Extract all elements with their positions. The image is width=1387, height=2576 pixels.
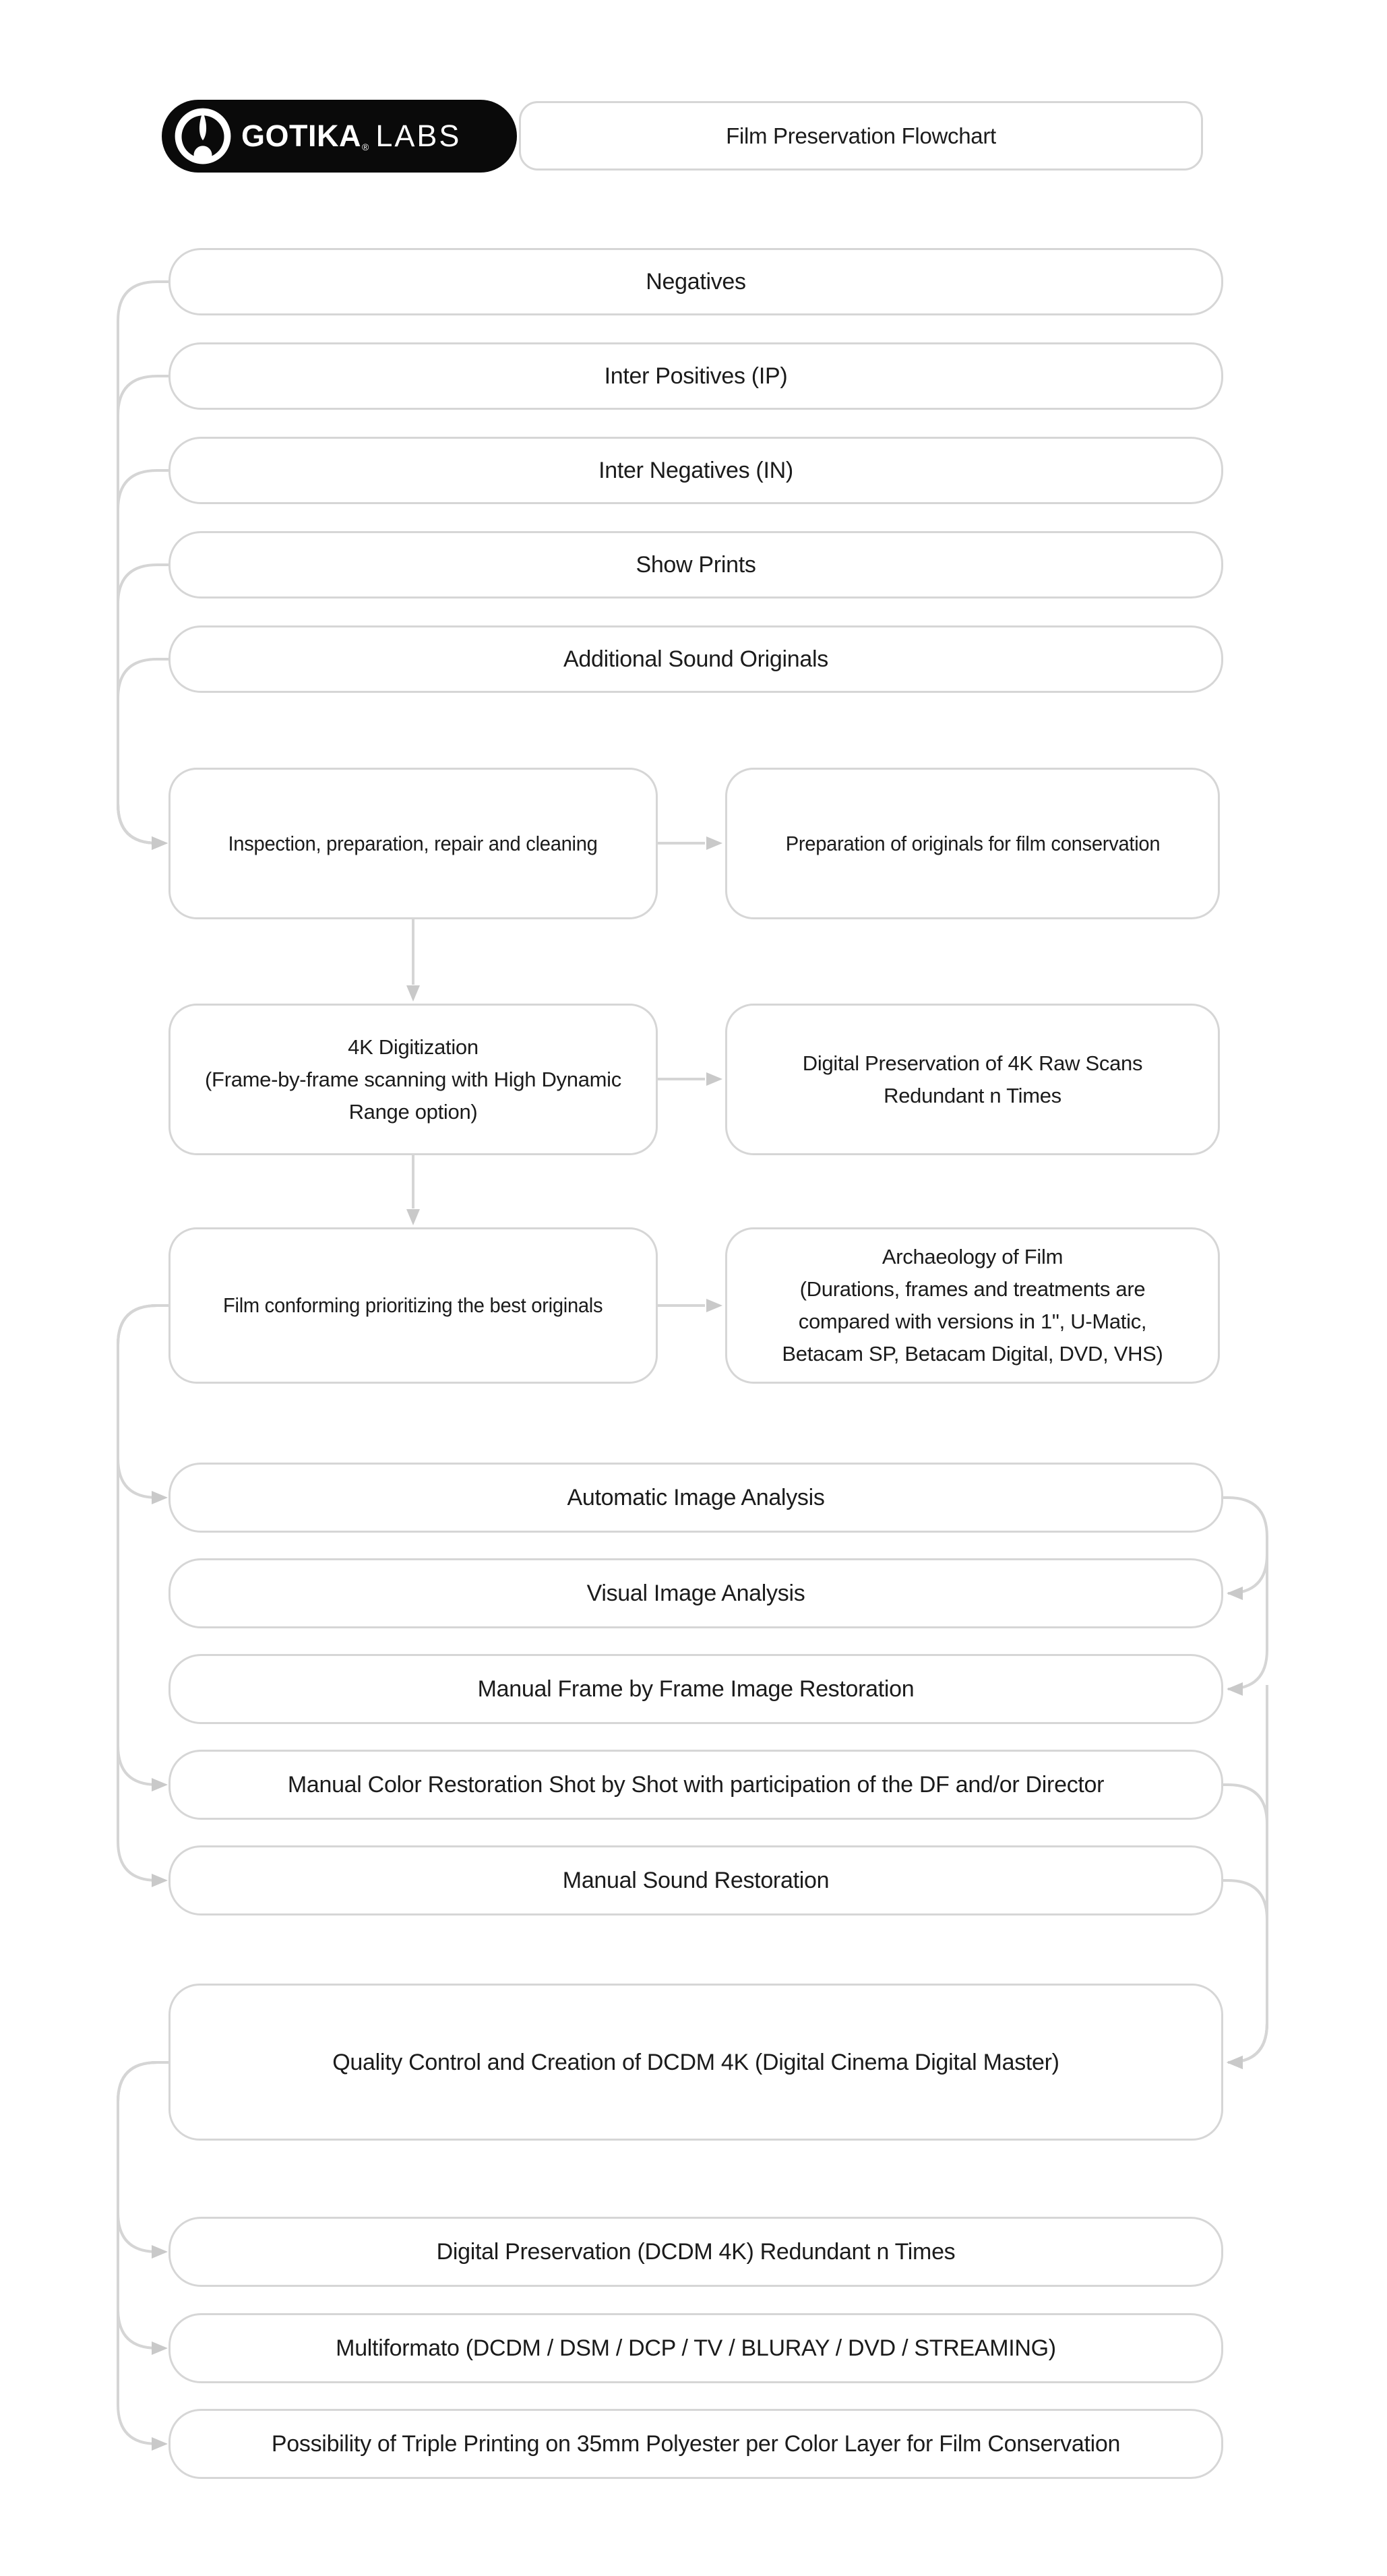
node-label: Visual Image Analysis — [586, 1581, 805, 1606]
node-4k-digitization: 4K Digitization (Frame-by-frame scanning… — [168, 1004, 658, 1155]
node-label: Negatives — [646, 269, 746, 295]
node-label: Archaeology of Film (Durations, frames a… — [782, 1245, 1163, 1366]
node-label: Inter Positives (IP) — [604, 363, 788, 389]
node-additional-sound-originals: Additional Sound Originals — [168, 625, 1223, 693]
node-label: Manual Sound Restoration — [562, 1868, 830, 1893]
node-archaeology-of-film: Archaeology of Film (Durations, frames a… — [725, 1227, 1220, 1384]
node-label: Show Prints — [636, 552, 756, 578]
gotika-labs-logo: GOTIKA ® LABS — [162, 100, 517, 173]
node-label: Quality Control and Creation of DCDM 4K … — [332, 2049, 1059, 2075]
node-digital-preservation-raw-scans: Digital Preservation of 4K Raw Scans Red… — [725, 1004, 1220, 1155]
node-multiformato: Multiformato (DCDM / DSM / DCP / TV / BL… — [168, 2313, 1223, 2383]
node-label: Manual Frame by Frame Image Restoration — [477, 1676, 915, 1702]
node-label: Digital Preservation of 4K Raw Scans Red… — [802, 1051, 1143, 1107]
node-label: Preparation of originals for film conser… — [785, 831, 1160, 855]
node-manual-color-restoration: Manual Color Restoration Shot by Shot wi… — [168, 1750, 1223, 1820]
node-label: Inspection, preparation, repair and clea… — [228, 831, 598, 855]
node-label: Automatic Image Analysis — [567, 1485, 825, 1510]
node-manual-frame-by-frame-restoration: Manual Frame by Frame Image Restoration — [168, 1654, 1223, 1724]
logo-brand-light: LABS — [375, 119, 462, 153]
node-inter-positives: Inter Positives (IP) — [168, 342, 1223, 410]
node-show-prints: Show Prints — [168, 531, 1223, 599]
gotika-owl-icon — [175, 108, 231, 164]
node-digital-preservation-dcdm: Digital Preservation (DCDM 4K) Redundant… — [168, 2217, 1223, 2287]
node-visual-image-analysis: Visual Image Analysis — [168, 1558, 1223, 1628]
node-inspection-preparation-repair-cleaning: Inspection, preparation, repair and clea… — [168, 768, 658, 919]
node-manual-sound-restoration: Manual Sound Restoration — [168, 1845, 1223, 1915]
logo-brand-bold: GOTIKA — [241, 119, 361, 153]
node-label: Additional Sound Originals — [563, 646, 828, 672]
registered-trademark-icon: ® — [362, 142, 369, 152]
page-title: Film Preservation Flowchart — [726, 123, 996, 148]
page-title-box: Film Preservation Flowchart — [519, 101, 1203, 171]
node-inter-negatives: Inter Negatives (IN) — [168, 437, 1223, 504]
node-label: Digital Preservation (DCDM 4K) Redundant… — [436, 2239, 956, 2265]
node-label: Inter Negatives (IN) — [598, 458, 793, 483]
node-label: 4K Digitization (Frame-by-frame scanning… — [205, 1035, 621, 1124]
node-film-conforming: Film conforming prioritizing the best or… — [168, 1227, 658, 1384]
logo-wordmark: GOTIKA ® LABS — [241, 119, 461, 154]
node-automatic-image-analysis: Automatic Image Analysis — [168, 1463, 1223, 1533]
node-label: Manual Color Restoration Shot by Shot wi… — [287, 1772, 1105, 1798]
node-label: Multiformato (DCDM / DSM / DCP / TV / BL… — [336, 2335, 1056, 2361]
node-preparation-of-originals: Preparation of originals for film conser… — [725, 768, 1220, 919]
node-label: Possibility of Triple Printing on 35mm P… — [271, 2431, 1121, 2457]
node-triple-printing-35mm: Possibility of Triple Printing on 35mm P… — [168, 2409, 1223, 2479]
node-negatives: Negatives — [168, 248, 1223, 315]
node-quality-control-dcdm-4k: Quality Control and Creation of DCDM 4K … — [168, 1984, 1223, 2141]
node-label: Film conforming prioritizing the best or… — [223, 1293, 603, 1317]
